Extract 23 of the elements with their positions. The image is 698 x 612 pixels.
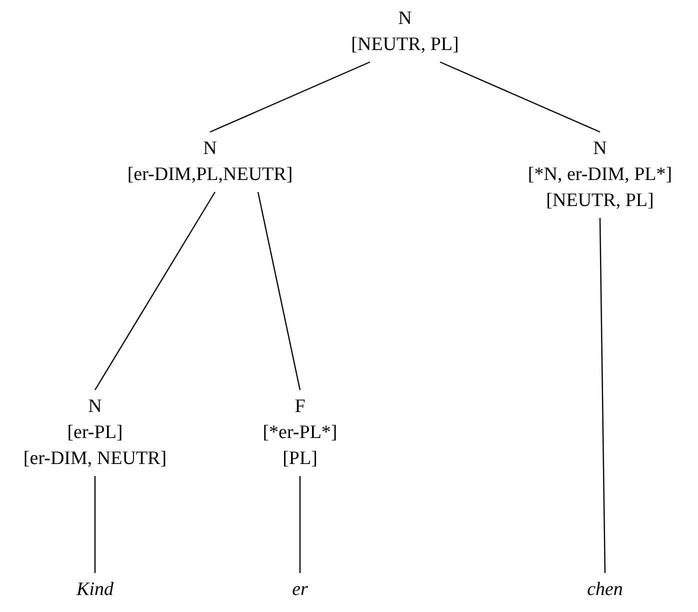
- category-label: N: [87, 395, 103, 419]
- category-label: N: [592, 137, 608, 161]
- tree-branch: [257, 192, 301, 390]
- feature-bundle: [er-PL]: [66, 421, 124, 445]
- tree-branch: [440, 61, 600, 133]
- category-label: N: [397, 7, 413, 31]
- feature-bundle: [er-DIM, NEUTR]: [23, 447, 167, 471]
- feature-bundle: [er-DIM,PL,NEUTR]: [127, 163, 293, 187]
- feature-bundle: [*N, er-DIM, PL*]: [528, 163, 672, 187]
- feature-bundle: [*er-PL*]: [262, 421, 338, 445]
- tree-branch: [94, 476, 96, 573]
- leaf-word: chen: [587, 578, 623, 602]
- feature-bundle: [PL]: [282, 447, 318, 471]
- feature-bundle: [NEUTR, PL]: [351, 33, 459, 57]
- category-label: N: [202, 137, 218, 161]
- feature-bundle: [NEUTR, PL]: [545, 189, 655, 213]
- tree-branch: [94, 192, 216, 390]
- tree-branch: [299, 476, 301, 573]
- leaf-word: er: [292, 578, 308, 602]
- leaf-word: Kind: [76, 578, 114, 602]
- tree-branch: [210, 61, 370, 133]
- category-label: F: [294, 395, 306, 419]
- tree-branch: [599, 218, 606, 573]
